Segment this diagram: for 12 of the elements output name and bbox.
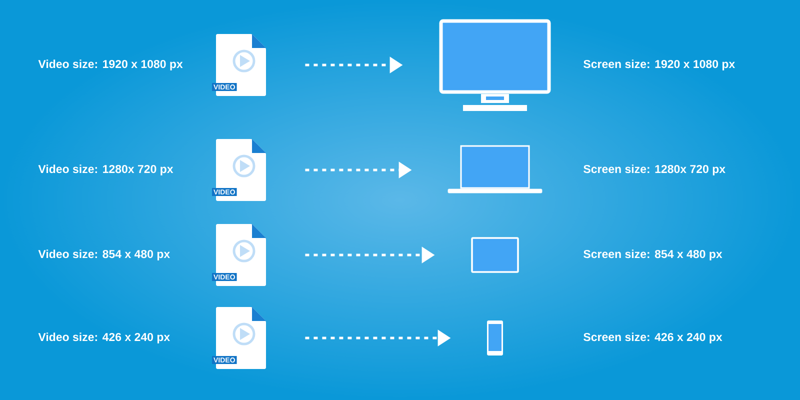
screen-size-label: Screen size: 426 x 240 px bbox=[584, 332, 722, 344]
laptop-drawing bbox=[448, 145, 542, 194]
monitor-drawing bbox=[439, 19, 551, 111]
tablet-drawing bbox=[471, 237, 519, 273]
video-size-label: Video size: 426 x 240 px bbox=[38, 332, 170, 344]
screen-size-label: Screen size: 1280x 720 px bbox=[584, 164, 726, 176]
screen-size-label: Screen size: 1920 x 1080 px bbox=[584, 60, 736, 70]
screen-size-label: Screen size: 854 x 480 px bbox=[584, 250, 722, 260]
video-size-label: Video size: 854 x 480 px bbox=[38, 250, 170, 260]
video-size-label: Video size: 1280x 720 px bbox=[38, 164, 174, 176]
video-size-label: Video size: 1920 x 1080 px bbox=[38, 60, 183, 70]
phone-drawing bbox=[487, 320, 503, 356]
